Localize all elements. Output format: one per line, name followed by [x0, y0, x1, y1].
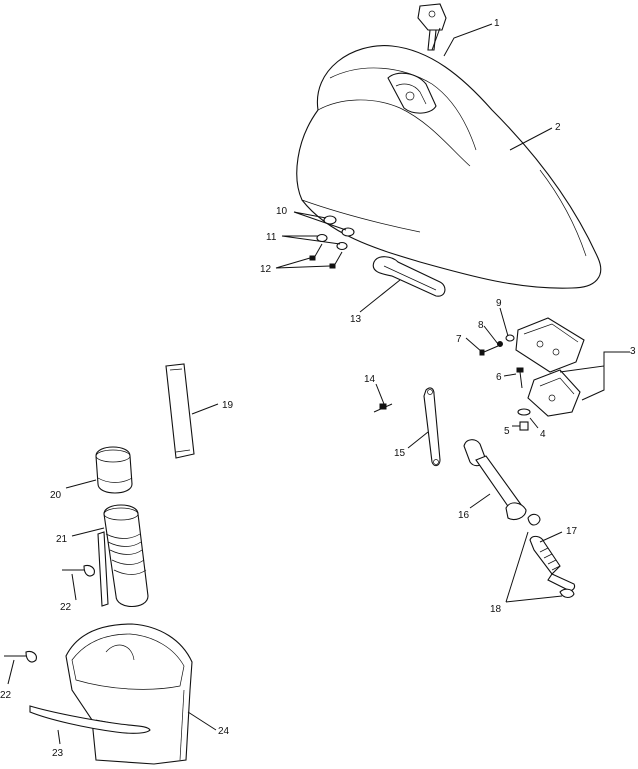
part-latch-spring — [527, 513, 576, 599]
callout-3: 3 — [630, 346, 636, 357]
callout-labels: 1 2 3 4 5 6 7 8 9 10 11 12 13 14 15 16 1… — [0, 18, 636, 759]
callout-9: 9 — [496, 298, 502, 309]
callout-21: 21 — [56, 534, 68, 545]
callout-22-upper: 22 — [60, 602, 72, 613]
callout-11: 11 — [266, 232, 277, 243]
part-hood-shell — [296, 45, 602, 289]
callout-13: 13 — [350, 314, 362, 325]
callout-19: 19 — [222, 400, 234, 411]
callout-17: 17 — [566, 526, 578, 537]
part-gas-strut — [463, 439, 527, 521]
part-latch-handle — [417, 3, 447, 51]
part-grab-handle — [372, 256, 446, 297]
callout-4: 4 — [540, 429, 546, 440]
part-support-rod — [373, 387, 441, 467]
callout-22-lower: 22 — [0, 690, 12, 701]
callout-18: 18 — [490, 604, 502, 615]
callout-23: 23 — [52, 748, 64, 759]
callout-10: 10 — [276, 206, 288, 217]
callout-6: 6 — [496, 372, 502, 383]
part-strap-plate — [165, 363, 195, 459]
leader-lines — [7, 23, 630, 745]
part-hardware-set-10-12 — [309, 215, 355, 269]
callout-12: 12 — [260, 264, 272, 275]
part-hose-clamp — [4, 564, 95, 663]
callout-14: 14 — [364, 374, 376, 385]
callout-16: 16 — [458, 510, 470, 521]
part-bellows-hose — [97, 504, 149, 608]
callout-24: 24 — [218, 726, 230, 737]
part-cap — [95, 446, 133, 494]
part-hinge-bracket — [515, 317, 585, 417]
callout-2: 2 — [555, 122, 561, 133]
callout-8: 8 — [478, 320, 484, 331]
callout-7: 7 — [456, 334, 462, 345]
part-storage-bin — [65, 623, 193, 765]
part-seal-strip — [29, 705, 151, 734]
callout-5: 5 — [504, 426, 510, 437]
callout-1: 1 — [494, 18, 500, 29]
callout-15: 15 — [394, 448, 406, 459]
callout-20: 20 — [50, 490, 62, 501]
